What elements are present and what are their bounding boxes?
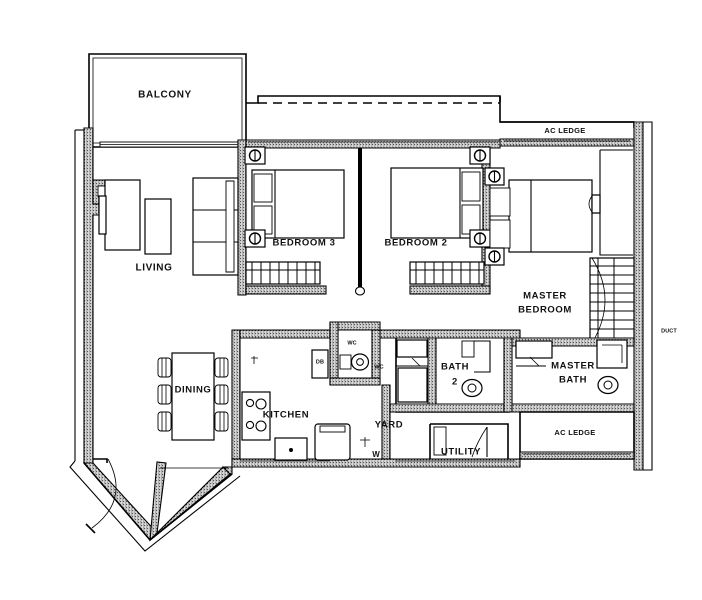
fridge-handle <box>319 425 346 433</box>
pillow <box>489 219 511 249</box>
shower-bath-2 <box>397 367 428 403</box>
bedroom-2: BEDROOM 2 <box>385 146 491 295</box>
master-bedroom: MASTER BEDROOM <box>484 149 635 344</box>
distribution-board <box>311 349 329 379</box>
dining-chair <box>157 357 172 378</box>
right-exterior-wall <box>633 121 644 471</box>
room-label-living: LIVING <box>136 263 173 274</box>
window-bands <box>160 140 630 469</box>
room-label-bath-2-line2: 2 <box>452 377 458 388</box>
room-label-wc-2: WC <box>374 364 383 370</box>
sofa-backrest <box>225 180 235 273</box>
bed-master <box>508 179 593 253</box>
room-label-bedroom-2: BEDROOM 2 <box>385 238 448 249</box>
entrance-door <box>85 458 117 534</box>
shower-master-bath <box>596 339 628 369</box>
ac-ledge-bottom-area: AC LEDGE <box>519 411 635 460</box>
dining-chair <box>214 411 229 432</box>
room-label-bath-2-line1: BATH <box>441 362 469 373</box>
room-label-dining: DINING <box>175 385 212 396</box>
room-label-ac-ledge-bottom: AC LEDGE <box>554 428 595 437</box>
room-label-ac-ledge-top: AC LEDGE <box>544 126 585 135</box>
room-label-utility: UTILITY <box>441 447 481 458</box>
room-label-db: DB <box>316 359 324 365</box>
dining-chair <box>157 411 172 432</box>
refrigerator <box>314 423 351 461</box>
dining-area: DINING <box>157 352 229 441</box>
living-room: LIVING <box>98 177 239 276</box>
window-master <box>589 257 635 344</box>
room-label-bedroom-3: BEDROOM 3 <box>273 238 336 249</box>
room-label-master-bedroom-line2: BEDROOM <box>518 305 572 316</box>
room-label-master-bath-line2: BATH <box>559 375 587 386</box>
dining-table <box>171 352 215 441</box>
dining-chair <box>157 384 172 405</box>
dining-chair <box>214 384 229 405</box>
vanity-master-bath <box>515 340 553 359</box>
bedroom-partition-wall <box>358 148 362 288</box>
pillow <box>253 173 273 203</box>
room-label-master-bath-line1: MASTER <box>551 361 595 372</box>
room-label-wc: WC <box>347 340 356 346</box>
wardrobe-bedroom-3 <box>245 261 321 285</box>
pillow <box>461 171 481 202</box>
utility-room: UTILITY <box>429 423 509 459</box>
room-label-master-bedroom-line1: MASTER <box>523 291 567 302</box>
pillow <box>489 187 511 217</box>
bedroom-3: BEDROOM 3 <box>244 146 345 295</box>
coffee-table <box>144 198 172 255</box>
wc-cistern <box>339 354 352 370</box>
wc-cistern <box>461 340 475 358</box>
exterior-walls <box>82 95 653 542</box>
room-label-duct-area: DUCT <box>661 328 677 334</box>
master-bath: MASTER BATH <box>511 337 635 413</box>
door-leaf <box>591 194 601 214</box>
tv-console <box>104 179 141 251</box>
tv <box>98 195 107 235</box>
kitchen-counter <box>241 391 271 441</box>
room-label-kitchen: KITCHEN <box>263 410 309 421</box>
dining-chair <box>214 357 229 378</box>
utility-shelf <box>433 426 447 456</box>
room-label-balcony: BALCONY <box>138 90 192 101</box>
wardrobe-bedroom-2 <box>409 261 485 285</box>
bath-2: BATH 2 <box>389 337 513 413</box>
wc-powder-room: WC DB WC <box>311 321 384 386</box>
room-label-yard: YARD <box>375 420 403 431</box>
kitchen: KITCHEN <box>241 356 351 461</box>
washer-icon: W <box>372 450 380 459</box>
vanity-bath-2 <box>396 339 428 358</box>
yard: YARD W <box>360 384 403 460</box>
entry-foyer-boundary <box>69 129 241 552</box>
